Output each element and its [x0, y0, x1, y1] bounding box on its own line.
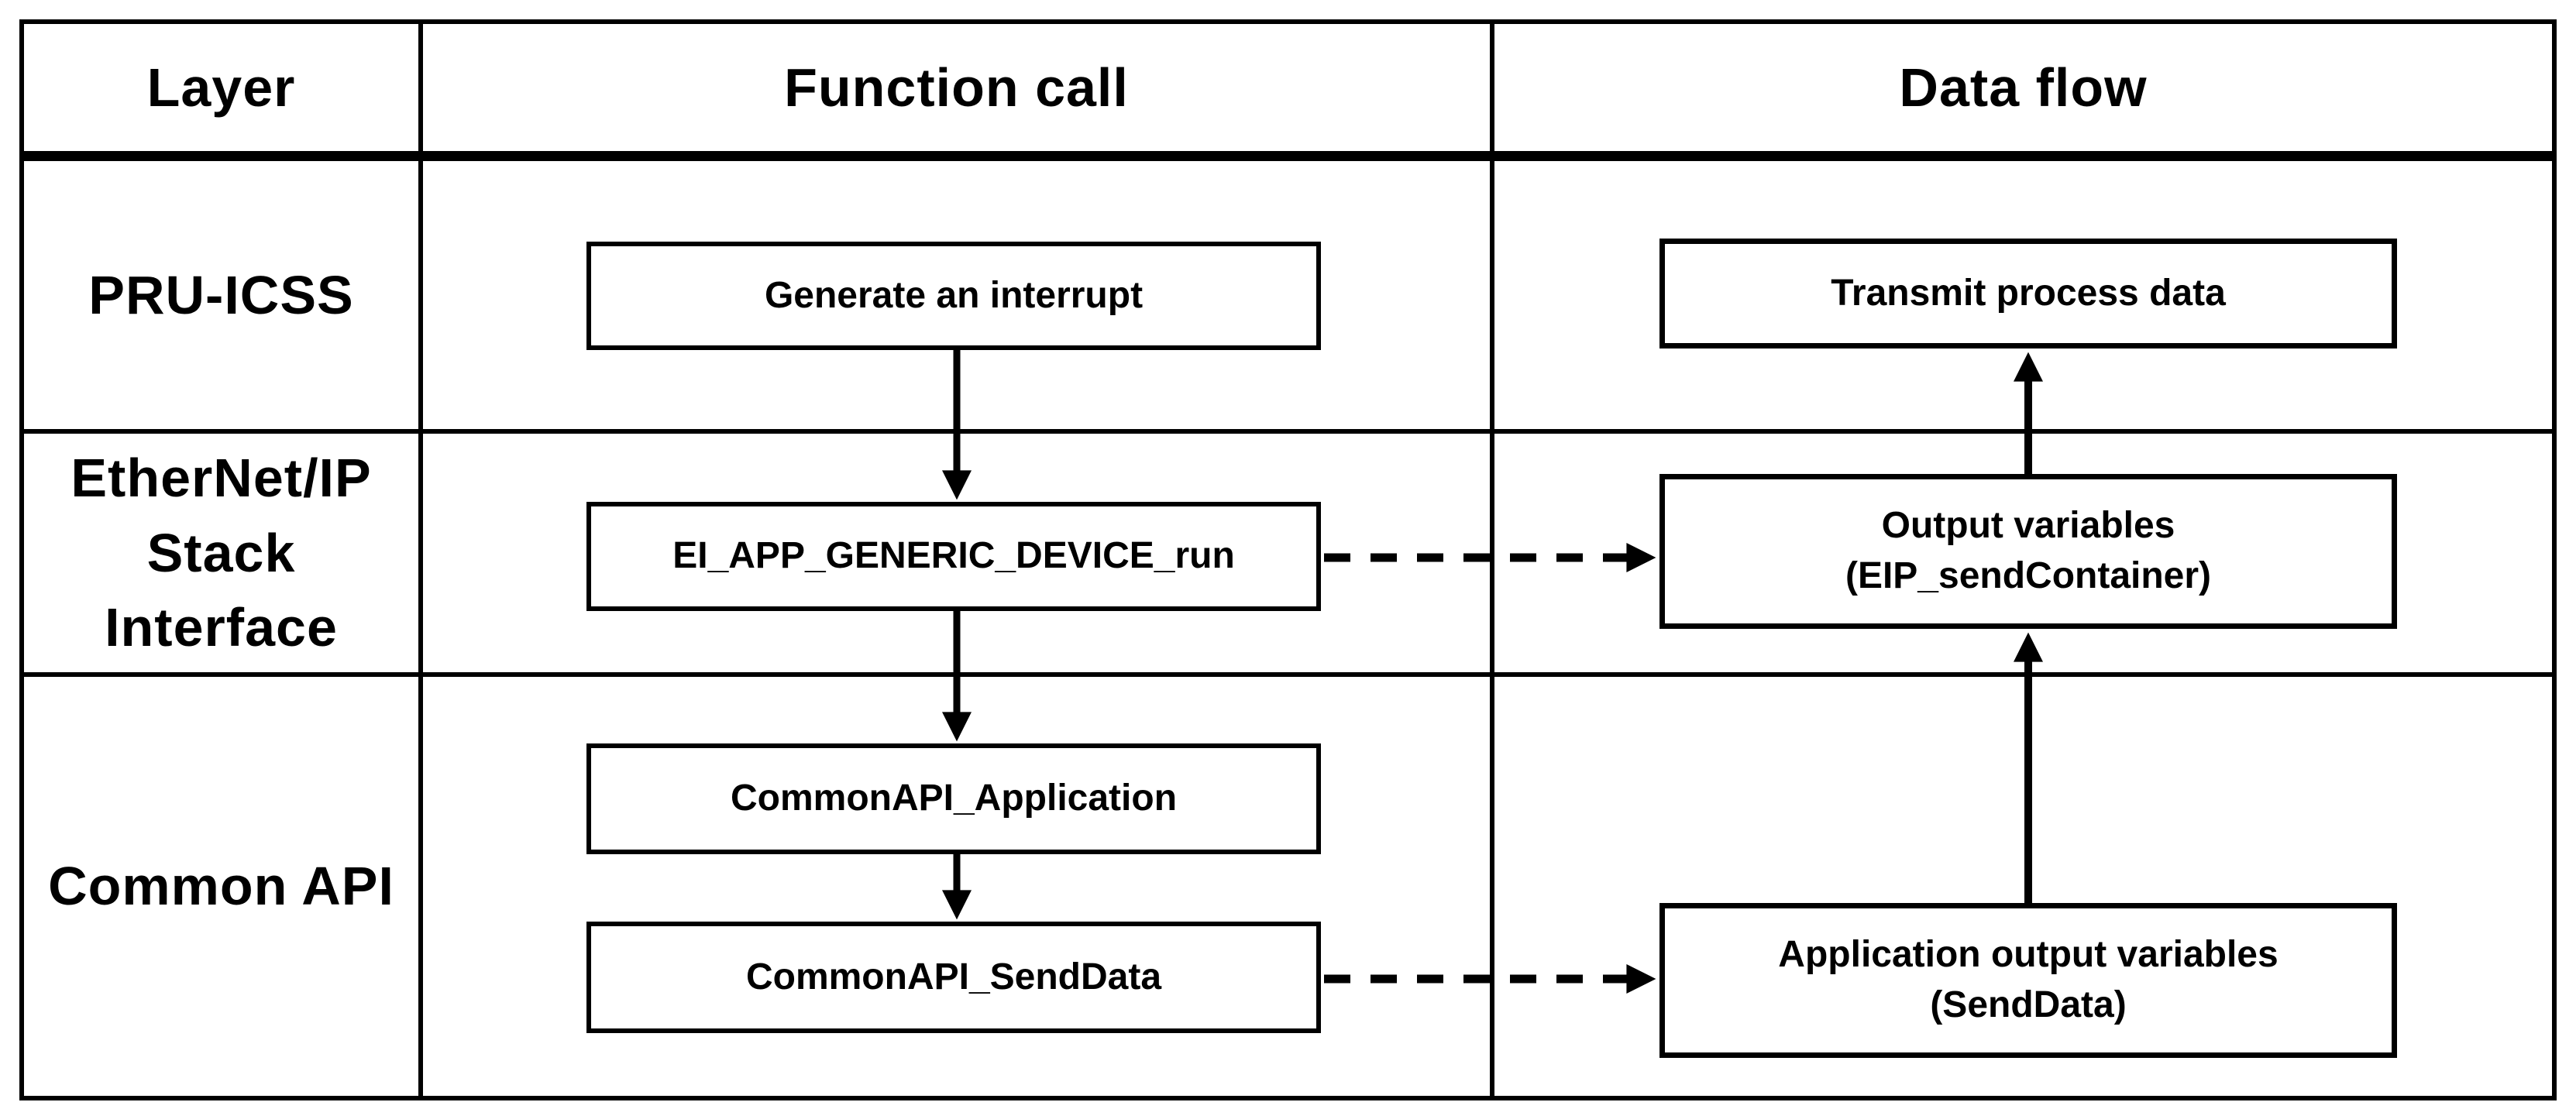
node-generate-an-interrupt: Generate an interrupt: [586, 242, 1321, 350]
table-border-bottom: [19, 1096, 2557, 1100]
node-output-variables-eip-sendcontainer: Output variables (EIP_sendContainer): [1659, 474, 2397, 629]
row-divider-1: [19, 429, 2557, 434]
node-commonapi-application: CommonAPI_Application: [586, 743, 1321, 854]
table-border-right: [2552, 19, 2557, 1100]
header-layer: Layer: [146, 57, 296, 118]
header-function-call: Function call: [784, 57, 1129, 118]
column-divider-1: [418, 19, 423, 1100]
table-border-top: [19, 19, 2557, 24]
column-divider-2: [1490, 19, 1494, 1100]
table-border-left: [19, 19, 24, 1100]
node-ei-app-generic-device-run: EI_APP_GENERIC_DEVICE_run: [586, 502, 1321, 611]
layer-label-pru-icss: PRU-ICSS: [88, 264, 354, 325]
header-data-flow: Data flow: [1899, 57, 2148, 118]
node-application-output-variables-senddata: Application output variables (SendData): [1659, 903, 2397, 1058]
node-transmit-process-data: Transmit process data: [1659, 239, 2397, 348]
node-commonapi-senddata: CommonAPI_SendData: [586, 922, 1321, 1033]
row-divider-2: [19, 672, 2557, 677]
layer-label-ethernet-ip-stack-interface: EtherNet/IP Stack Interface: [71, 448, 372, 658]
layer-label-common-api: Common API: [48, 856, 394, 917]
header-underline-thick: [19, 151, 2557, 161]
